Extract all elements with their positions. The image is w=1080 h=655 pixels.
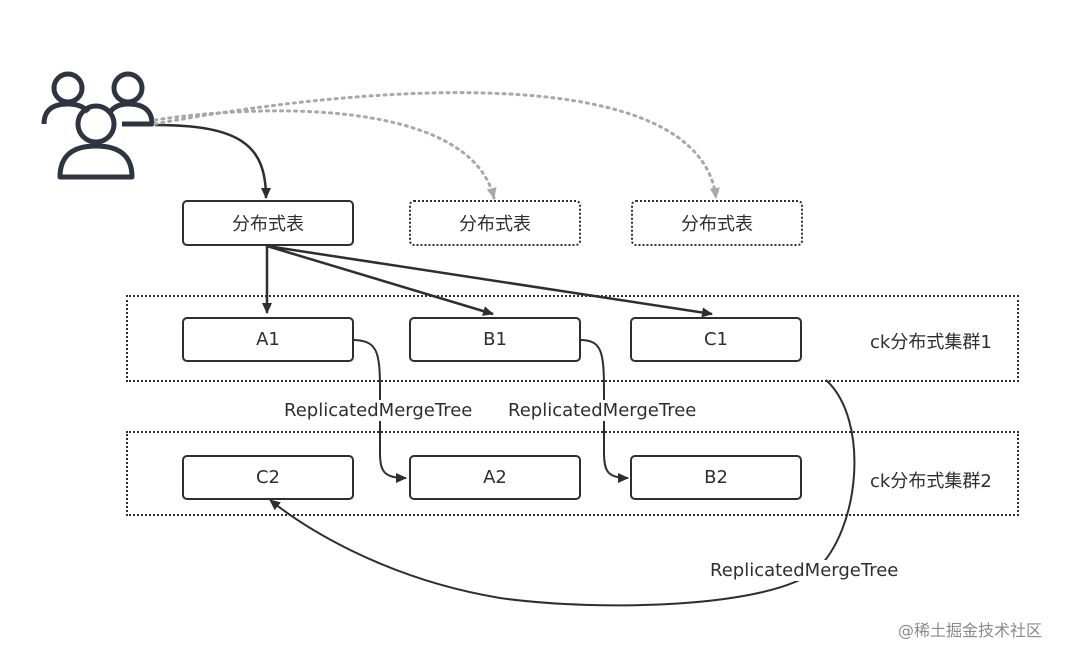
replication-label-b: ReplicatedMergeTree — [508, 400, 697, 421]
replication-label-c: ReplicatedMergeTree — [710, 560, 899, 581]
distributed-table-2[interactable]: 分布式表 — [409, 200, 581, 246]
cluster-1-label: ck分布式集群1 — [870, 332, 992, 353]
cluster-1 — [126, 295, 1019, 382]
cluster-2-label: ck分布式集群2 — [870, 471, 992, 492]
edge-users-to-table-3 — [153, 91, 720, 200]
edge-users-to-table-2 — [153, 109, 497, 200]
edge-a1-to-a2 — [351, 339, 407, 483]
node-c1[interactable]: C1 — [630, 317, 802, 362]
edge-table-to-c1 — [266, 244, 713, 318]
watermark: @稀土掘金技术社区 — [898, 621, 1043, 640]
node-a1[interactable]: A1 — [182, 317, 354, 362]
cluster-2 — [126, 431, 1019, 516]
distributed-table-1[interactable]: 分布式表 — [182, 200, 354, 246]
edge-users-to-table-1 — [154, 123, 271, 199]
node-c2[interactable]: C2 — [182, 455, 354, 500]
users-group-icon — [41, 71, 155, 180]
edge-c1-to-c2 — [269, 379, 856, 607]
edge-b1-to-b2 — [579, 339, 629, 483]
node-b2[interactable]: B2 — [630, 455, 802, 500]
node-b1[interactable]: B1 — [409, 317, 581, 362]
replication-label-a: ReplicatedMergeTree — [284, 400, 473, 421]
node-a2[interactable]: A2 — [409, 455, 581, 500]
edge-table-to-b1 — [266, 244, 494, 316]
distributed-table-3[interactable]: 分布式表 — [631, 200, 803, 246]
